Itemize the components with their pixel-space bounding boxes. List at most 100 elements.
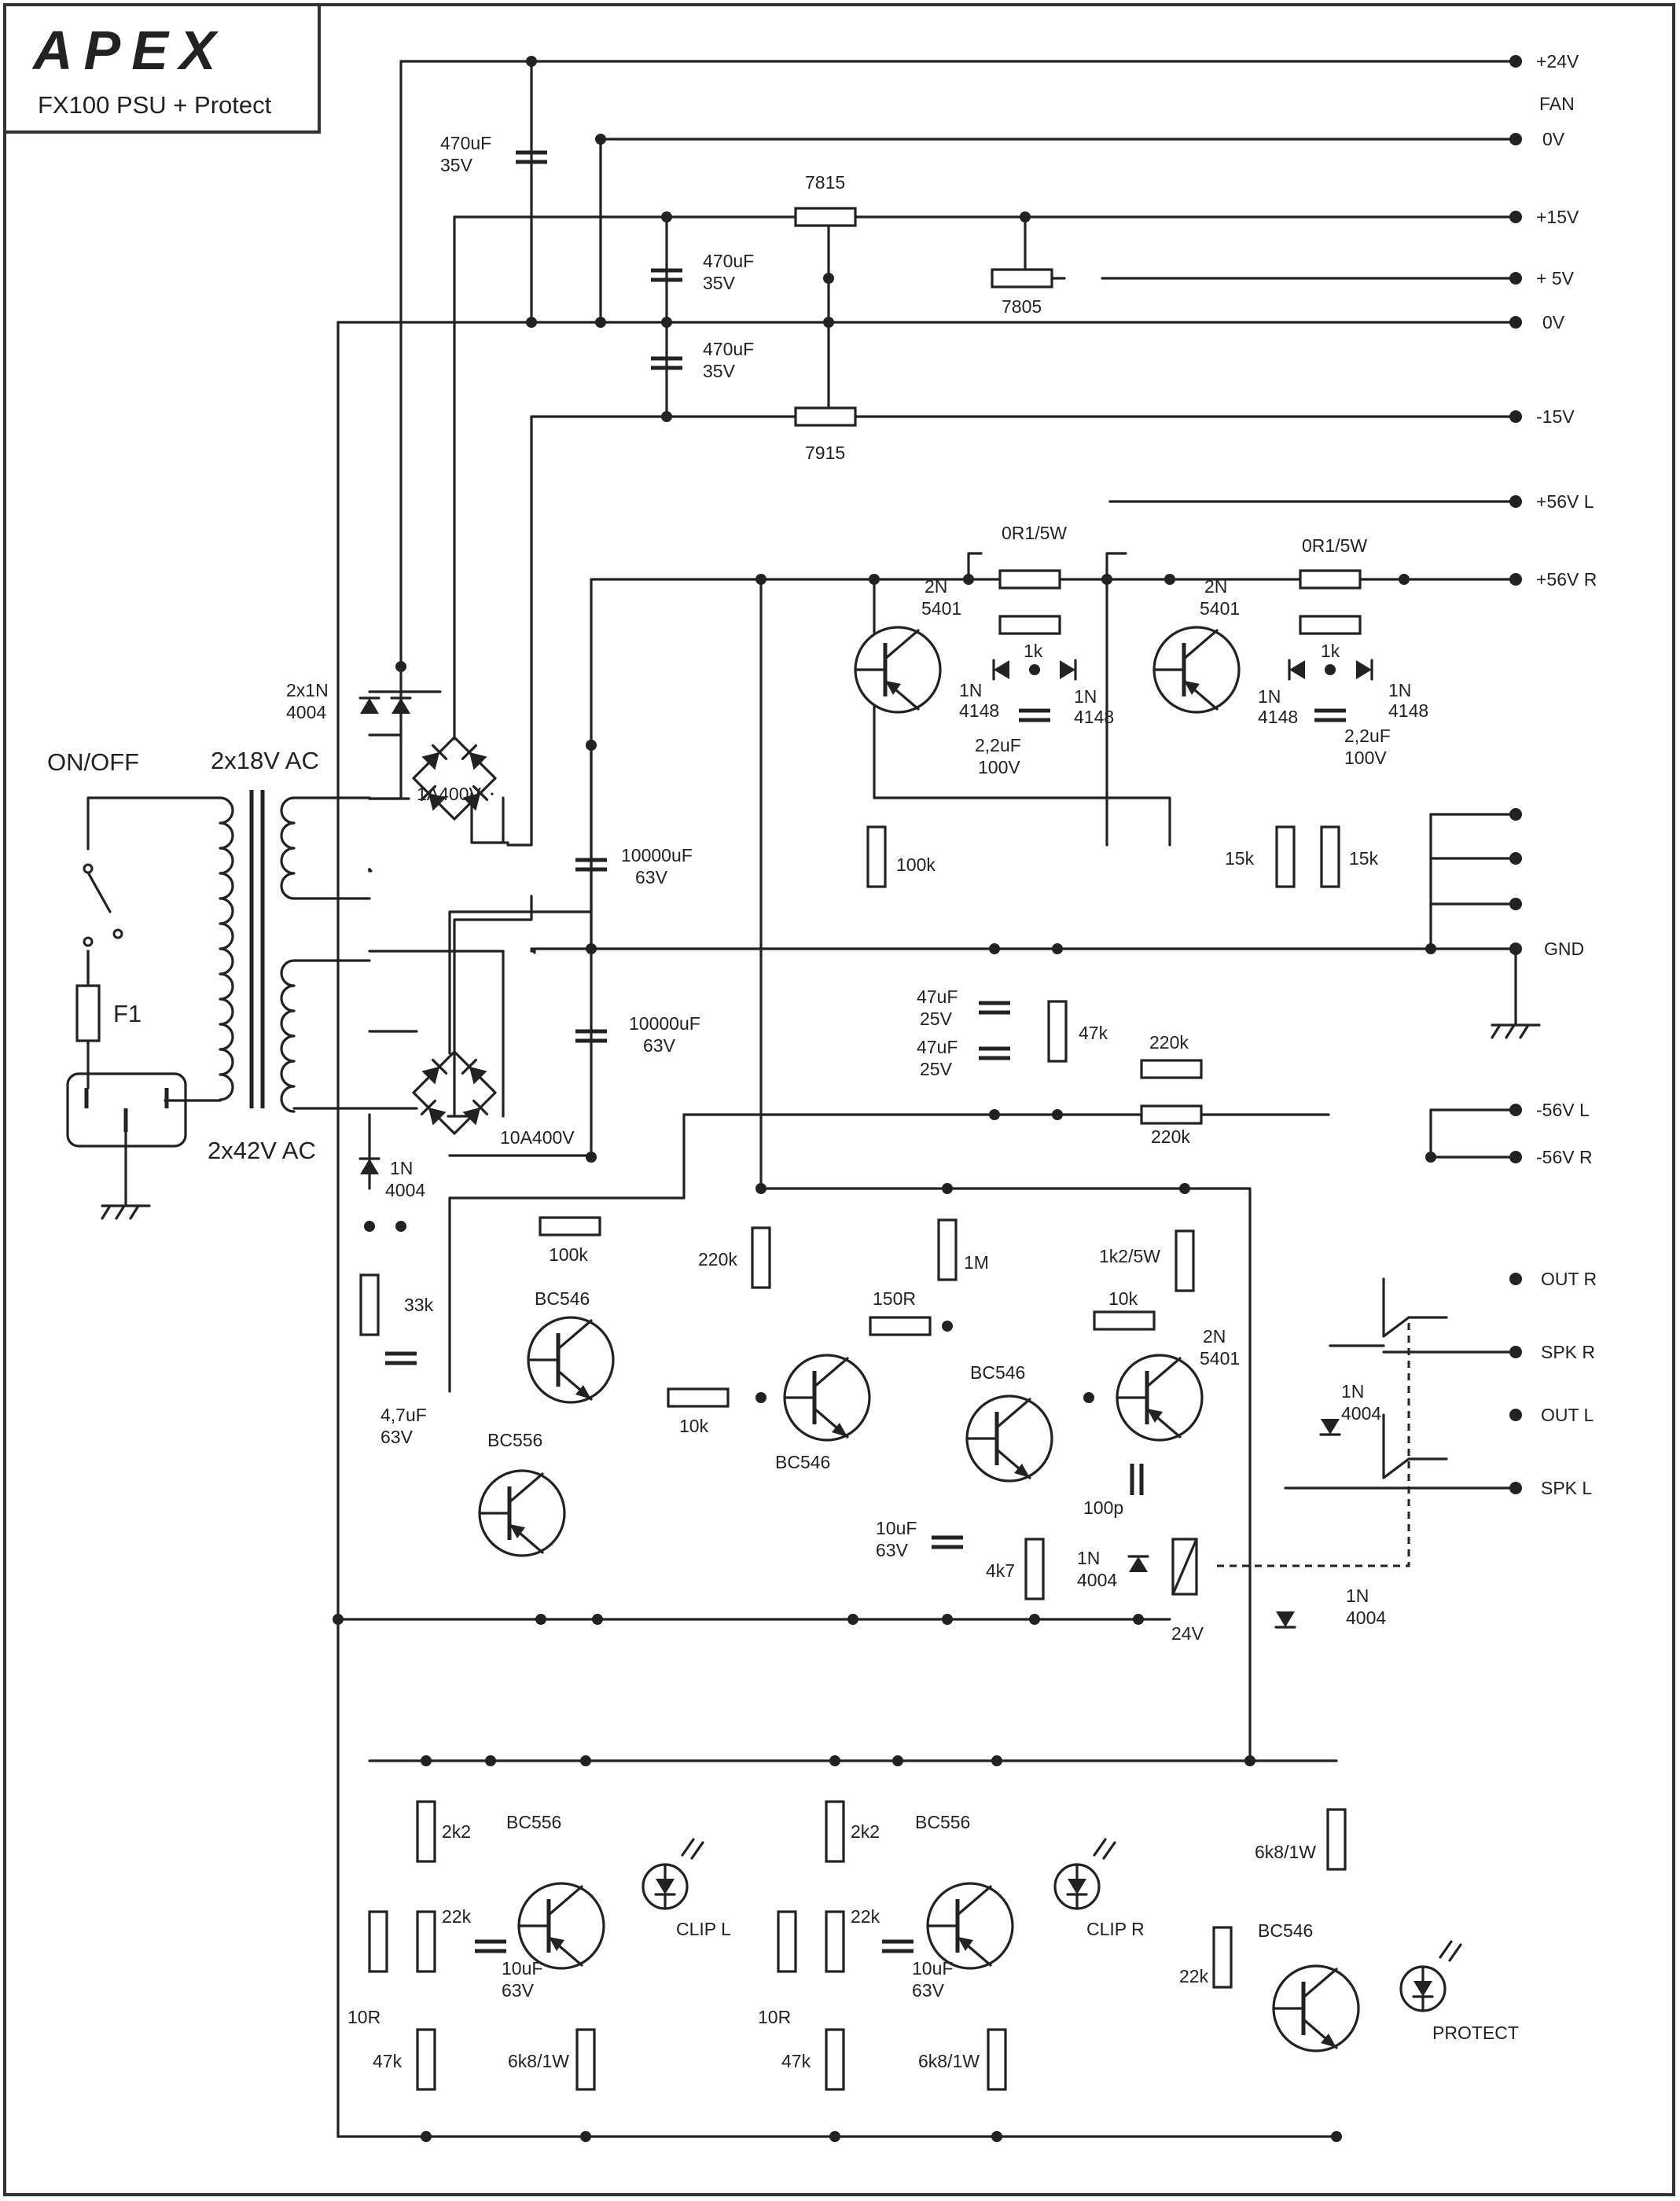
l-r10kb: 10k <box>1108 1288 1138 1309</box>
l-c47u-b: 63V <box>380 1427 414 1447</box>
res-100k-a <box>866 825 887 888</box>
l-bc546a: BC546 <box>535 1288 590 1309</box>
l-r10ra: 10R <box>347 2007 380 2027</box>
l-c10000a: 10000uF <box>621 845 693 865</box>
res-220k-b <box>1140 1104 1203 1125</box>
l-c47u: 4,7uF <box>380 1405 427 1425</box>
l-c10000b-b: 63V <box>643 1035 676 1056</box>
l-c22b: 2,2uF <box>1344 726 1391 746</box>
t-v56l: +56V L <box>1536 491 1594 512</box>
regulator-7815 <box>794 207 857 227</box>
l-d1na: 1N <box>390 1158 413 1178</box>
l-r22kb: 22k <box>851 1906 880 1927</box>
t-gnd: GND <box>1544 939 1584 959</box>
diode-1n4004-d <box>1274 1610 1296 1629</box>
diode-2x1n4004-b <box>390 696 412 715</box>
transistor-bc546-d <box>1274 1966 1358 2051</box>
diode-2x1n4004-a <box>358 696 380 715</box>
mains-inlet <box>66 863 187 1220</box>
brand-logo-text: APEX <box>31 20 227 81</box>
relay-24v <box>1171 1538 1198 1596</box>
t-v15p: +15V <box>1536 207 1579 227</box>
l-q2b: 5401 <box>1200 598 1240 619</box>
l-c470b: 470uF <box>703 251 754 271</box>
t-v56r: +56V R <box>1536 569 1597 590</box>
l-clipl: CLIP L <box>676 1919 731 1939</box>
t-vn56l: -56V L <box>1536 1100 1590 1120</box>
l-r100ka: 100k <box>896 854 936 875</box>
diode-1n4148-c <box>1288 659 1307 681</box>
diode-1n4148-b <box>1058 659 1077 681</box>
l-br2: 10A400V <box>500 1127 575 1148</box>
l-r2k2a: 2k2 <box>442 1821 471 1842</box>
res-2k2-b <box>825 1800 845 1863</box>
cap-22-b <box>1314 711 1346 720</box>
l-d1a: 1N <box>959 680 982 700</box>
cap-10u-b <box>475 1942 506 1951</box>
l-tr42: 2x42V AC <box>208 1137 316 1164</box>
t-spkr: SPK R <box>1541 1342 1595 1362</box>
led-clip-r <box>1053 1838 1116 1910</box>
terminal-dots[interactable] <box>1509 55 1522 1494</box>
l-r47kc: 47k <box>781 2051 811 2071</box>
l-d2b: 4148 <box>1074 707 1114 727</box>
t-outl: OUT L <box>1541 1405 1594 1425</box>
res-4k7 <box>1024 1538 1045 1600</box>
drawing-frame <box>3 3 1675 2196</box>
cap-10u-a <box>932 1538 963 1547</box>
l-r4k7: 4k7 <box>986 1560 1015 1581</box>
bridge-1a400v <box>414 737 495 819</box>
res-1k2 <box>1175 1229 1195 1292</box>
l-bc546d: BC546 <box>1258 1920 1313 1941</box>
l-tr18: 2x18V AC <box>211 747 319 774</box>
l-dio2x: 2x1N <box>286 680 329 700</box>
led-protect <box>1399 1940 1462 2012</box>
res-22k-b <box>825 1910 845 1973</box>
res-1m <box>937 1218 958 1281</box>
res-220k-c <box>751 1226 771 1289</box>
regulator-7915 <box>794 406 857 427</box>
res-0r1-a <box>998 569 1061 590</box>
res-10r-b <box>777 1910 797 1973</box>
labels: +24V FAN 0V +15V + 5V 0V -15V +56V L +56… <box>47 51 1597 2071</box>
res-0r1-b <box>1299 569 1362 590</box>
res-10k-b <box>1093 1310 1156 1331</box>
t-fan0v: 0V <box>1542 129 1565 149</box>
transformer <box>86 790 371 1113</box>
t-v24: +24V <box>1536 51 1579 72</box>
diode-1n4004-b <box>1127 1555 1149 1574</box>
l-d1nb-b: 4004 <box>1077 1570 1117 1590</box>
l-d1nc-b: 4004 <box>1341 1403 1381 1424</box>
l-q1b: 5401 <box>921 598 961 619</box>
res-33k <box>359 1273 380 1336</box>
res-15k-a <box>1275 825 1296 888</box>
l-r10ka: 10k <box>679 1416 709 1436</box>
l-c470a-b: 35V <box>440 155 473 175</box>
l-7915: 7915 <box>805 443 845 463</box>
cap-22-a <box>1019 711 1050 720</box>
l-r0r1b: 0R1/5W <box>1302 535 1367 556</box>
l-r220kb: 220k <box>1151 1126 1190 1147</box>
res-1k-b <box>1299 615 1362 635</box>
transistor-2n5401-a <box>855 627 940 712</box>
res-100k-b <box>539 1216 601 1236</box>
cap-100p <box>1132 1464 1141 1495</box>
l-q1a: 2N <box>925 576 947 597</box>
l-d1na-b: 4004 <box>385 1180 425 1200</box>
res-150r <box>869 1316 932 1336</box>
l-relay: 24V <box>1171 1623 1204 1644</box>
transistor-bc546-a <box>528 1317 613 1402</box>
res-47k-c <box>825 2028 845 2091</box>
l-c22a-b: 100V <box>978 757 1020 777</box>
transistor-2n5401-c <box>1117 1355 1202 1440</box>
l-d1nd-b: 4004 <box>1346 1608 1386 1628</box>
l-r47ka: 47k <box>1079 1023 1108 1043</box>
cap-47-b <box>979 1049 1010 1058</box>
l-r22ka: 22k <box>442 1906 472 1927</box>
l-onoff: ON/OFF <box>47 748 139 776</box>
diode-1n4004-a <box>358 1157 380 1176</box>
l-c10000b: 10000uF <box>629 1013 700 1034</box>
l-c10uc: 10uF <box>912 1958 953 1979</box>
t-v5: + 5V <box>1536 268 1575 288</box>
l-r6k8c: 6k8/1W <box>1255 1842 1316 1862</box>
